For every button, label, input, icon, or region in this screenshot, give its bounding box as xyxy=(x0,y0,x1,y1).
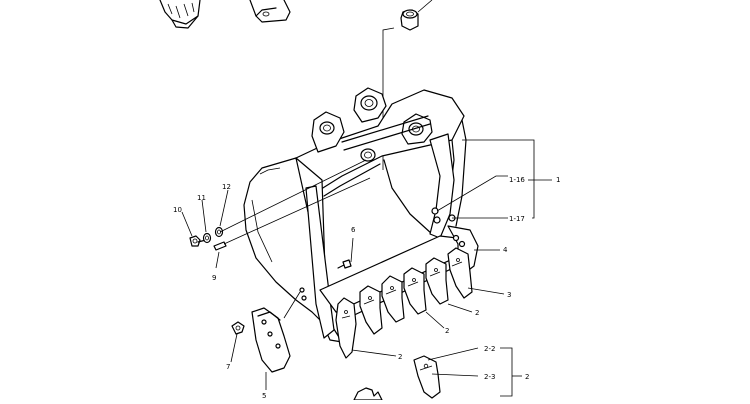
callout-2-b: 2 xyxy=(445,327,449,335)
washer-part-11 xyxy=(202,232,212,244)
thumbnail-bucket-part xyxy=(159,0,201,29)
callout-4: 4 xyxy=(503,246,508,254)
callout-11: 11 xyxy=(197,194,206,202)
tooth-6 xyxy=(447,247,473,299)
nut-part-12 xyxy=(214,226,224,238)
bucket-body xyxy=(243,87,479,343)
tooth-detail-part-2 xyxy=(413,347,479,399)
bottom-cropped-part xyxy=(353,387,383,401)
callout-2-main: 2 xyxy=(525,373,529,381)
tooth-4 xyxy=(403,267,427,315)
thumbnail-tooth-part xyxy=(249,0,291,23)
bucket-teeth xyxy=(335,247,473,359)
callout-2-a: 2 xyxy=(475,309,479,317)
callout-7: 7 xyxy=(226,363,230,371)
tooth-5 xyxy=(425,257,449,305)
fastener-group-left xyxy=(189,159,371,251)
callout-5: 5 xyxy=(262,392,266,400)
bolt-part-6 xyxy=(337,237,354,269)
tooth-1 xyxy=(335,297,357,359)
callout-6: 6 xyxy=(351,226,356,234)
bolt-part-7 xyxy=(230,321,245,363)
callout-1-16: 1-16 xyxy=(509,176,525,184)
callout-2-c: 2 xyxy=(398,353,402,361)
leader-9 xyxy=(223,177,371,245)
callout-leaders xyxy=(181,139,552,397)
callout-1: 1 xyxy=(556,176,560,184)
callout-2-2: 2-2 xyxy=(484,345,495,353)
callout-12: 12 xyxy=(222,183,231,191)
tooth-3 xyxy=(381,275,405,323)
leader-12 xyxy=(219,159,367,233)
tooth-2 xyxy=(359,285,383,335)
side-cutter-part-5 xyxy=(251,291,301,390)
callout-1-17: 1-17 xyxy=(509,215,525,223)
callout-9: 9 xyxy=(212,274,216,282)
callout-10: 10 xyxy=(173,206,182,214)
callout-3: 3 xyxy=(507,291,511,299)
callout-2-3: 2-3 xyxy=(484,373,495,381)
pin-part-9 xyxy=(213,241,227,251)
